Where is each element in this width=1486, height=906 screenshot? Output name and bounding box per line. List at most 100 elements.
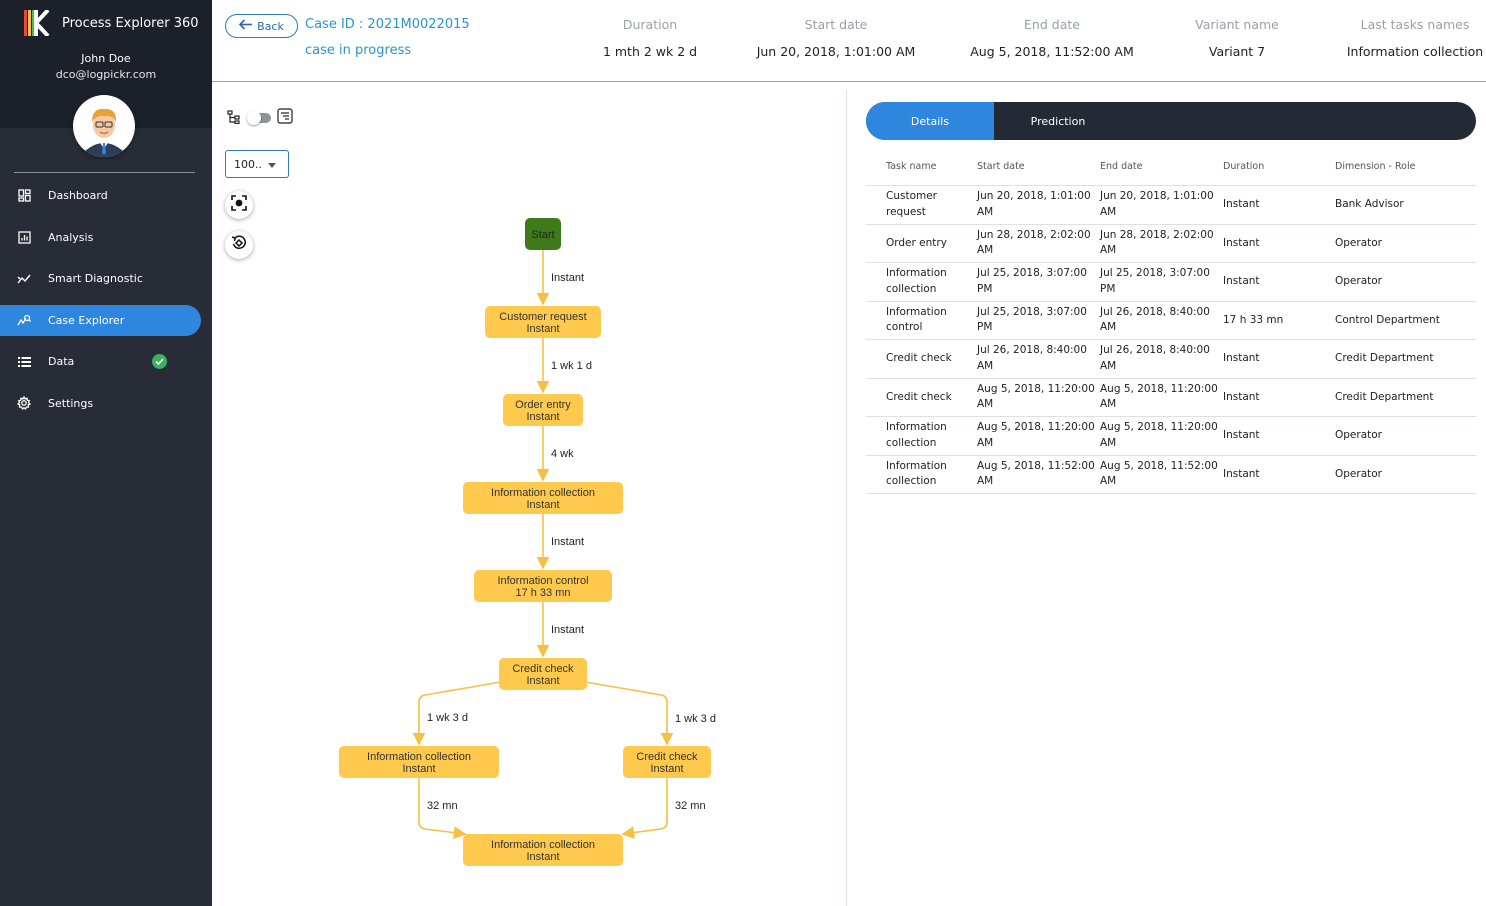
- node-box: [339, 746, 499, 778]
- sidebar-item-label: Smart Diagnostic: [48, 272, 143, 285]
- cell-start-date: Aug 5, 2018, 11:52:00 AM: [977, 459, 1095, 488]
- cell-role: Credit Department: [1335, 390, 1434, 403]
- tasks-table: Task name Start date End date Duration D…: [866, 148, 1476, 494]
- node-duration: Instant: [526, 323, 559, 335]
- start-node[interactable]: Start: [525, 218, 561, 250]
- node-box: [499, 658, 587, 690]
- sidebar-nav: Dashboard Analysis Smart Diagnostic Case…: [0, 180, 212, 429]
- brand[interactable]: Process Explorer 360: [22, 10, 199, 36]
- edge-label: 4 wk: [551, 448, 574, 460]
- sidebar-item-label: Settings: [48, 396, 94, 410]
- cell-end-date: Aug 5, 2018, 11:52:00 AM: [1100, 459, 1218, 488]
- tree-view-icon[interactable]: [227, 109, 243, 128]
- tab-details[interactable]: Details: [866, 102, 994, 140]
- node-title: Start: [531, 229, 554, 241]
- cell-task-name: Information collection: [886, 267, 947, 295]
- fit-view-button[interactable]: [225, 191, 253, 219]
- sidebar-item-data[interactable]: Data: [0, 346, 201, 377]
- avatar[interactable]: [73, 95, 135, 157]
- view-switch[interactable]: [247, 111, 271, 125]
- sidebar-item-case-explorer[interactable]: Case Explorer: [0, 304, 201, 336]
- cell-role: Operator: [1335, 429, 1382, 441]
- node-duration: Instant: [650, 763, 683, 775]
- sidebar-item-settings[interactable]: Settings: [0, 388, 201, 419]
- node-box: [485, 306, 601, 338]
- node-title: Order entry: [515, 399, 571, 411]
- cell-duration: Instant: [1223, 236, 1260, 249]
- cell-end-date: Jul 26, 2018, 8:40:00 AM: [1100, 305, 1210, 334]
- view-toggle[interactable]: [227, 108, 293, 128]
- table-row[interactable]: Information control Jul 25, 2018, 3:07:0…: [866, 302, 1476, 340]
- node-title: Information collection: [491, 839, 595, 851]
- arrow-left-icon: [239, 19, 253, 33]
- list-view-icon[interactable]: [277, 108, 293, 128]
- back-button[interactable]: Back: [225, 14, 298, 38]
- node-duration: Instant: [526, 411, 559, 423]
- header-start-date: Start date Jun 20, 2018, 1:01:00 AM: [751, 17, 921, 59]
- edge-n6-n8: [418, 778, 467, 839]
- column-header-duration[interactable]: Duration: [1223, 161, 1265, 172]
- sidebar-item-analysis[interactable]: Analysis: [0, 222, 201, 253]
- case-header: Back Case ID : 2021M0022015 case in prog…: [212, 0, 1486, 82]
- edge-label: 1 wk 1 d: [551, 360, 592, 372]
- cell-duration: Instant: [1223, 198, 1260, 210]
- tab-prediction[interactable]: Prediction: [1030, 114, 1086, 128]
- focus-icon: [231, 195, 247, 215]
- cell-duration: Instant: [1223, 467, 1260, 480]
- header-last-tasks: Last tasks names Information collection: [1340, 17, 1486, 59]
- sidebar-item-smart-diagnostic[interactable]: Smart Diagnostic: [0, 263, 201, 294]
- rotate-button[interactable]: [225, 231, 253, 259]
- column-header-dimension-role[interactable]: Dimension - Role: [1335, 161, 1416, 172]
- column-header-start-date[interactable]: Start date: [977, 161, 1025, 172]
- cell-end-date: Jun 20, 2018, 1:01:00 AM: [1100, 190, 1214, 218]
- table-row[interactable]: Order entry Jun 28, 2018, 2:02:00 AM Jun…: [866, 225, 1476, 263]
- table-row[interactable]: Information collection Aug 5, 2018, 11:2…: [866, 417, 1476, 456]
- node-box: [623, 746, 711, 778]
- details-panel: Details Prediction Task name Start date …: [855, 90, 1486, 906]
- back-button-label: Back: [257, 19, 284, 33]
- header-duration-label: Duration: [622, 17, 678, 32]
- bar-chart-icon: [17, 230, 31, 244]
- header-end-date-label: End date: [1024, 17, 1080, 32]
- cell-task-name: Information control: [886, 305, 947, 334]
- node-box: [525, 218, 561, 250]
- cell-duration: Instant: [1223, 275, 1260, 287]
- caret-down-icon: [268, 158, 276, 171]
- gear-icon: [17, 396, 31, 410]
- sidebar-item-label: Analysis: [48, 230, 94, 244]
- cell-start-date: Jun 20, 2018, 1:01:00 AM: [977, 190, 1091, 218]
- edge-label: 32 mn: [427, 800, 458, 812]
- node-box: [463, 482, 623, 514]
- column-header-end-date[interactable]: End date: [1100, 161, 1143, 172]
- cell-start-date: Jun 28, 2018, 2:02:00 AM: [977, 228, 1091, 257]
- case-explorer-icon: [17, 313, 31, 327]
- table-row[interactable]: Customer request Jun 20, 2018, 1:01:00 A…: [866, 186, 1476, 225]
- table-row[interactable]: Information collection Jul 25, 2018, 3:0…: [866, 263, 1476, 302]
- cell-task-name: Order entry: [886, 236, 947, 249]
- sidebar: Process Explorer 360 John Doe dco@logpic…: [0, 0, 212, 906]
- table-row[interactable]: Information collection Aug 5, 2018, 11:5…: [866, 456, 1476, 494]
- table-row[interactable]: Credit check Jul 26, 2018, 8:40:00 AM Ju…: [866, 340, 1476, 379]
- cell-duration: Instant: [1223, 429, 1260, 441]
- node-title: Information collection: [491, 487, 595, 499]
- table-row[interactable]: Credit check Aug 5, 2018, 11:20:00 AM Au…: [866, 379, 1476, 417]
- sidebar-item-dashboard[interactable]: Dashboard: [0, 180, 201, 211]
- column-header-task-name[interactable]: Task name: [886, 161, 937, 172]
- cell-end-date: Jun 28, 2018, 2:02:00 AM: [1100, 228, 1214, 257]
- header-variant-name-value: Variant 7: [1208, 44, 1266, 59]
- cell-duration: Instant: [1223, 352, 1260, 364]
- cell-task-name: Information collection: [886, 459, 947, 488]
- user-email: dco@logpickr.com: [55, 68, 157, 81]
- dashboard-icon: [17, 189, 31, 203]
- check-circle-icon: [152, 354, 167, 369]
- zoom-select[interactable]: 100..: [225, 150, 289, 178]
